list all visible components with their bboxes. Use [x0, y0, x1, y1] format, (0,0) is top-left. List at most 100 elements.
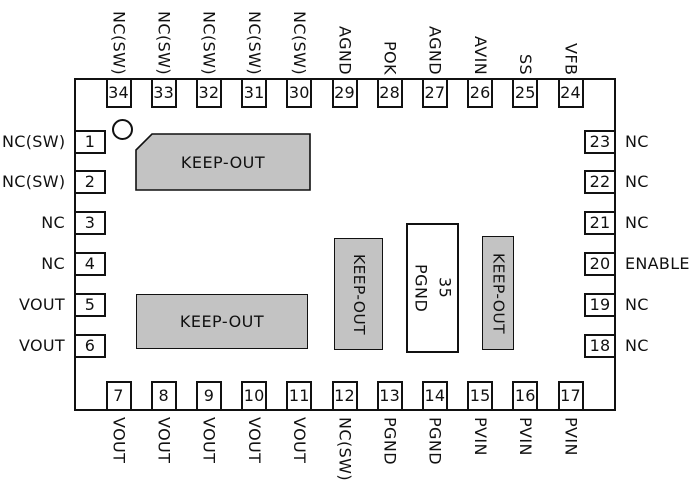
pin-label-32: NC(SW)	[199, 10, 219, 75]
pin-label-wrap-12: NC(SW)	[332, 417, 358, 483]
pin-label-wrap-16: PVIN	[512, 417, 538, 483]
pin-label-11: VOUT	[290, 417, 310, 464]
pin-box-26: 26	[467, 78, 494, 108]
pin-label-wrap-33: NC(SW)	[151, 0, 177, 75]
pin-label-20: ENABLE	[625, 254, 690, 274]
pin-label-wrap-17: PVIN	[558, 417, 584, 483]
pin-box-12: 12	[331, 381, 358, 411]
pin-box-9: 9	[195, 381, 222, 411]
pin-box-1: 1	[74, 129, 106, 154]
pin-label-wrap-25: SS	[512, 0, 538, 75]
pin-label-wrap-26: AVIN	[467, 0, 493, 75]
pin1-indicator-dot	[112, 119, 133, 140]
pin-label-24: VFB	[561, 42, 581, 75]
pin-label-wrap-15: PVIN	[467, 417, 493, 483]
pin-box-3: 3	[74, 211, 106, 236]
pin-label-25: SS	[516, 53, 536, 75]
pin-label-29: AGND	[335, 26, 355, 75]
pin-box-21: 21	[584, 211, 616, 236]
pin-label-wrap-27: AGND	[422, 0, 448, 75]
pin-label-9: VOUT	[199, 417, 219, 464]
pin-box-23: 23	[584, 129, 616, 154]
pin-label-wrap-9: VOUT	[196, 417, 222, 483]
center-pad-number: 35	[435, 277, 455, 299]
pin-box-4: 4	[74, 252, 106, 277]
pin-label-7: VOUT	[109, 417, 129, 464]
pin-label-4: NC	[41, 254, 65, 274]
pin-label-15: PVIN	[470, 417, 490, 456]
pin-label-16: PVIN	[516, 417, 536, 456]
pin-label-33: NC(SW)	[154, 10, 174, 75]
pin-label-30: NC(SW)	[290, 10, 310, 75]
pin-box-25: 25	[512, 78, 539, 108]
pin-label-28: POK	[380, 41, 400, 75]
keepout-label-center-right: KEEP-OUT	[489, 252, 508, 334]
pin-box-2: 2	[74, 170, 106, 195]
pin-label-31: NC(SW)	[244, 10, 264, 75]
pin-box-28: 28	[376, 78, 403, 108]
pin-label-wrap-32: NC(SW)	[196, 0, 222, 75]
keepout-label-middle: KEEP-OUT	[179, 312, 265, 331]
pin-label-8: VOUT	[154, 417, 174, 464]
pin-label-wrap-28: POK	[377, 0, 403, 75]
keepout-chamfer-shape	[135, 133, 311, 191]
pin-label-26: AVIN	[470, 35, 490, 75]
pin-box-24: 24	[557, 78, 584, 108]
keepout-region-middle: KEEP-OUT	[136, 294, 308, 349]
pin-box-20: 20	[584, 252, 616, 277]
keepout-region-center-right: KEEP-OUT	[482, 236, 514, 350]
center-pad: 35 PGND	[406, 223, 459, 353]
pin-label-wrap-24: VFB	[558, 0, 584, 75]
pin-box-6: 6	[74, 334, 106, 358]
pin-label-1: NC(SW)	[2, 131, 66, 151]
pin-box-10: 10	[241, 381, 268, 411]
pin-label-19: NC	[625, 295, 649, 315]
pin-box-15: 15	[467, 381, 494, 411]
center-pad-text: 35 PGND	[409, 264, 457, 312]
pin-label-wrap-8: VOUT	[151, 417, 177, 483]
pin-label-10: VOUT	[244, 417, 264, 464]
pin-label-wrap-10: VOUT	[241, 417, 267, 483]
pin-label-18: NC	[625, 336, 649, 355]
pin-box-19: 19	[584, 293, 616, 318]
pin-label-22: NC	[625, 172, 649, 192]
pin-box-16: 16	[512, 381, 539, 411]
pin-box-7: 7	[105, 381, 132, 411]
pin-box-33: 33	[150, 78, 177, 108]
pin-label-17: PVIN	[561, 417, 581, 456]
pin-box-17: 17	[557, 381, 584, 411]
keepout-region-center-left: KEEP-OUT	[334, 238, 383, 350]
keepout-label-center-left: KEEP-OUT	[350, 253, 369, 335]
pin-label-21: NC	[625, 213, 649, 233]
pin-box-18: 18	[584, 334, 616, 358]
pin-label-34: NC(SW)	[109, 10, 129, 75]
pin-label-wrap-7: VOUT	[106, 417, 132, 483]
pin-box-22: 22	[584, 170, 616, 195]
pin-box-13: 13	[376, 381, 403, 411]
pin-box-27: 27	[421, 78, 448, 108]
pin-label-wrap-14: PGND	[422, 417, 448, 483]
pin-label-27: AGND	[425, 26, 445, 75]
pin-box-8: 8	[150, 381, 177, 411]
pin-label-2: NC(SW)	[2, 172, 66, 192]
pin-box-11: 11	[286, 381, 313, 411]
pin-box-5: 5	[74, 293, 106, 318]
pin-label-3: NC	[41, 213, 65, 233]
keepout-region-top: KEEP-OUT	[135, 133, 311, 191]
pin-label-6: VOUT	[19, 336, 65, 355]
pin-label-14: PGND	[425, 417, 445, 465]
pin-label-wrap-11: VOUT	[286, 417, 312, 483]
pin-box-30: 30	[286, 78, 313, 108]
pin-label-wrap-31: NC(SW)	[241, 0, 267, 75]
pin-box-29: 29	[331, 78, 358, 108]
keepout-label-top: KEEP-OUT	[180, 152, 266, 172]
pin-label-wrap-29: AGND	[332, 0, 358, 75]
pin-box-14: 14	[421, 381, 448, 411]
pin-label-wrap-34: NC(SW)	[106, 0, 132, 75]
pin-box-32: 32	[195, 78, 222, 108]
pin-label-wrap-13: PGND	[377, 417, 403, 483]
pin-label-5: VOUT	[19, 295, 65, 315]
pin-label-wrap-30: NC(SW)	[286, 0, 312, 75]
pin-box-34: 34	[105, 78, 132, 108]
